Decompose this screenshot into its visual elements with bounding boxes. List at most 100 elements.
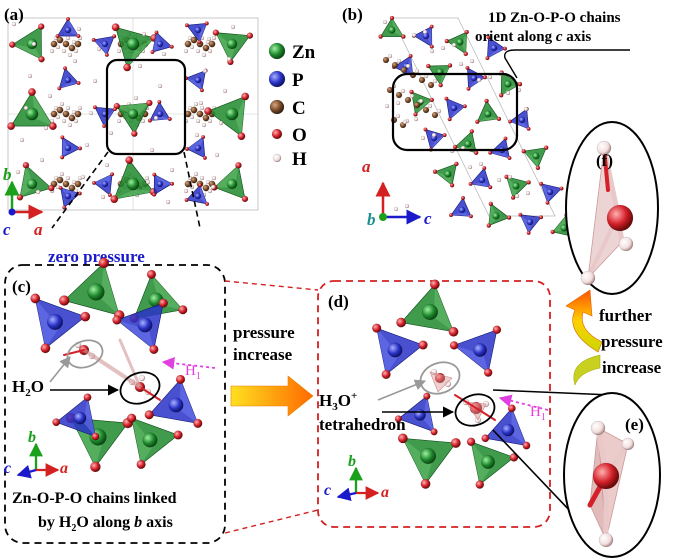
o-atom	[413, 112, 418, 117]
c-atom	[202, 114, 210, 122]
h3o-black-ellipse-d	[454, 393, 496, 427]
o-atom	[111, 23, 120, 32]
o-atom	[136, 459, 146, 470]
tetrahedron-face	[415, 99, 432, 115]
c-atom	[391, 61, 399, 69]
h-atom	[432, 78, 438, 84]
p-atom	[518, 116, 526, 124]
o-atom	[496, 116, 502, 122]
h3o-face	[429, 371, 453, 393]
h-atom	[141, 31, 147, 37]
h-atom	[65, 35, 71, 41]
zn-atom	[25, 107, 39, 121]
tetrahedron-face	[490, 152, 510, 159]
p-atom	[458, 206, 466, 214]
o-atom	[65, 16, 71, 22]
h-atom	[72, 58, 78, 64]
tetrahedron-face	[427, 26, 432, 47]
p-atom	[156, 180, 164, 188]
o-atom	[462, 104, 467, 109]
h-atom	[202, 68, 208, 74]
h-atom	[201, 122, 207, 128]
h-atom	[395, 113, 401, 119]
tetrahedron-face	[440, 65, 451, 86]
h-atom	[444, 380, 452, 388]
h-atom	[73, 48, 79, 54]
h-atom	[414, 68, 420, 74]
tetrahedron-face	[59, 82, 79, 89]
h-atom	[27, 73, 33, 79]
tetrahedron-face	[376, 328, 399, 375]
c-atom	[202, 184, 210, 192]
h-structure-f	[580, 140, 634, 286]
b-annotation-line2: orient along c axis	[475, 29, 591, 45]
c-atom	[56, 106, 64, 114]
zn-atom	[127, 108, 139, 120]
o-atom	[559, 186, 564, 191]
h1-label-d: H1	[530, 404, 546, 423]
o-atom	[408, 53, 413, 59]
h-atom	[49, 48, 55, 54]
tetrahedron-label: tetrahedron	[319, 415, 406, 434]
o-atom	[193, 418, 203, 428]
o-atom	[460, 195, 466, 201]
tetrahedron-face	[511, 408, 527, 446]
h-atom	[409, 93, 415, 99]
h-atom	[387, 53, 393, 59]
o-atom	[91, 180, 97, 185]
o-atom	[475, 119, 480, 124]
h1-label-c: H1	[185, 363, 201, 382]
o-atom	[483, 368, 493, 377]
legend-label-c: C	[292, 98, 306, 119]
tetrahedron-face	[19, 165, 35, 198]
h-atom	[272, 153, 282, 163]
o-atom	[449, 341, 459, 350]
h-atom	[59, 171, 65, 177]
o-atom	[150, 49, 155, 55]
o-atom	[197, 39, 202, 45]
tetrahedron-face	[506, 176, 518, 198]
o-atom	[30, 293, 41, 304]
c-atom	[422, 106, 430, 114]
further-pressure-label: pressure	[601, 332, 663, 351]
structure-d	[372, 279, 531, 489]
tetrahedron-face	[471, 441, 492, 485]
h-atom	[47, 93, 53, 99]
h-atom	[108, 130, 114, 136]
c-atom	[404, 96, 412, 104]
p-atom	[546, 188, 554, 196]
o-atom	[149, 344, 159, 355]
p-atom	[490, 44, 498, 52]
o-atom	[510, 195, 516, 200]
h-atom	[55, 114, 61, 120]
tetrahedron-face	[423, 396, 435, 432]
o-atom	[127, 413, 137, 423]
h-atom	[15, 169, 21, 175]
o-atom	[77, 191, 82, 196]
p-atom	[450, 104, 458, 112]
o-atom	[507, 155, 512, 161]
b-annotation-line1: 1D Zn-O-P-O chains	[488, 10, 621, 26]
o-atom	[152, 172, 157, 177]
o-atom	[40, 343, 51, 354]
h-atom	[207, 118, 213, 124]
o-atom	[184, 146, 190, 152]
h-atom	[199, 105, 205, 111]
h-atom	[65, 105, 71, 111]
panel-label-f: (f)	[596, 151, 613, 170]
h-atom	[429, 48, 435, 54]
red-zoom-line-top	[224, 280, 319, 291]
o-atom	[125, 156, 134, 165]
legend-label-zn: Zn	[292, 42, 316, 63]
h1-arrow-d	[498, 394, 549, 411]
h2o-label: H2O	[12, 377, 44, 399]
h-atom	[596, 140, 612, 156]
further-pressure-arrow: further pressure increase	[565, 289, 663, 386]
o-atom	[91, 37, 96, 42]
o-atom	[110, 195, 119, 204]
h-atom	[116, 118, 122, 124]
h-atom	[476, 77, 482, 83]
p-atom	[478, 176, 486, 184]
h3o-gray-arrow	[377, 379, 427, 401]
o-atom	[28, 88, 36, 96]
